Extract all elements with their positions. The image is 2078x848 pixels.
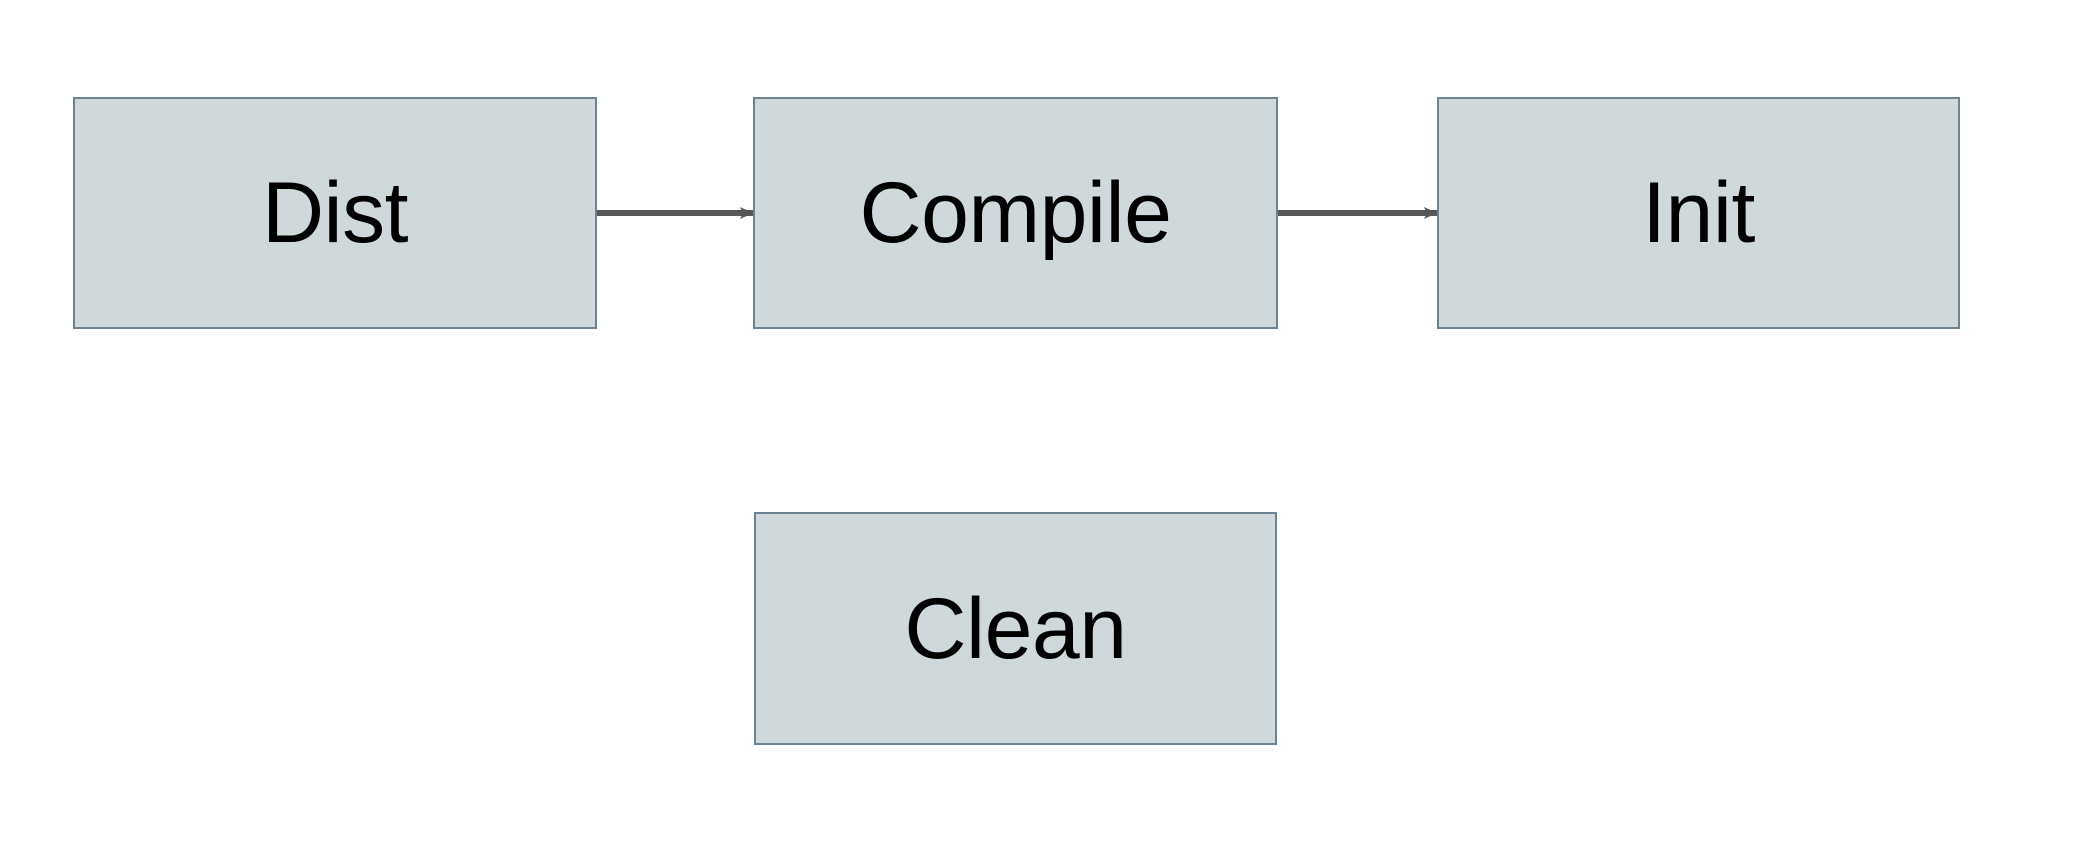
node-init[interactable]: Init [1437, 97, 1960, 329]
node-clean-label: Clean [904, 580, 1127, 677]
node-dist-label: Dist [261, 165, 409, 261]
edge-compile-to-init-hitarea[interactable] [1278, 191, 1437, 235]
node-init-label: Init [1642, 165, 1755, 261]
node-compile[interactable]: Compile [753, 97, 1278, 329]
edge-dist-to-compile-hitarea[interactable] [597, 191, 753, 235]
node-compile-label: Compile [859, 165, 1172, 261]
node-dist[interactable]: Dist [73, 97, 597, 329]
node-clean[interactable]: Clean [754, 512, 1277, 745]
